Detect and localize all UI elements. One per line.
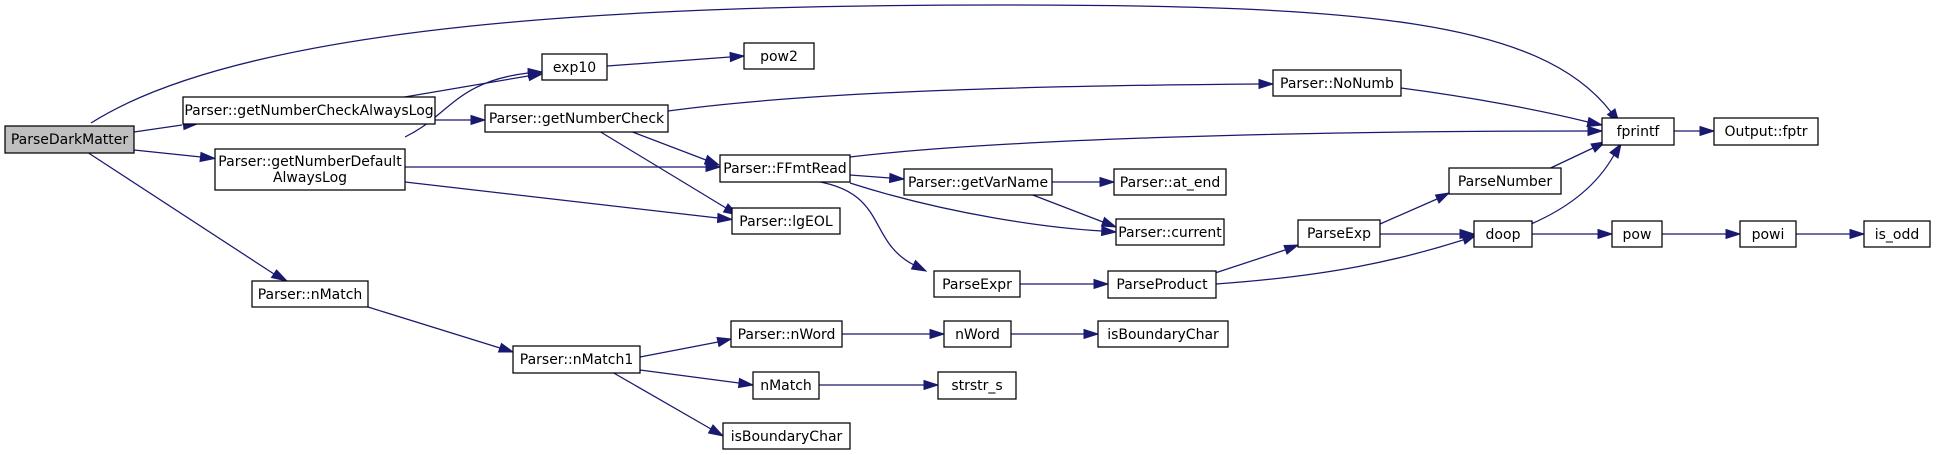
- node-exp10[interactable]: exp10: [541, 53, 608, 81]
- svg-text:nMatch: nMatch: [760, 378, 812, 394]
- edge-exp10-pow2: [606, 51, 746, 67]
- edge-nword-parser-nword: [842, 328, 946, 340]
- svg-text:Parser::getNumberDefault: Parser::getNumberDefault: [218, 154, 402, 170]
- node-parse-dark-matter[interactable]: ParseDarkMatter: [4, 125, 135, 154]
- svg-text:pow2: pow2: [760, 49, 798, 65]
- svg-text:Parser::getNumberCheck: Parser::getNumberCheck: [489, 111, 665, 127]
- node-no-numb[interactable]: Parser::NoNumb: [1272, 69, 1402, 97]
- edge-pow-powi: [1662, 228, 1742, 240]
- svg-text:is_odd: is_odd: [1875, 227, 1920, 243]
- node-parser-nmatch[interactable]: Parser::nMatch: [251, 280, 369, 308]
- edge-parseexpr-parseproduct: [1020, 278, 1110, 290]
- node-powi[interactable]: powi: [1739, 220, 1797, 248]
- node-ffmt-read[interactable]: Parser::FFmtRead: [719, 154, 851, 183]
- edge-nmatch1-nmatch: [639, 369, 755, 389]
- svg-text:ParseDarkMatter: ParseDarkMatter: [11, 132, 129, 148]
- svg-text:Parser::nMatch: Parser::nMatch: [258, 287, 363, 303]
- node-get-number-check-always-log[interactable]: Parser::getNumberCheckAlwaysLog: [182, 96, 436, 125]
- node-parse-expr[interactable]: ParseExpr: [933, 270, 1021, 298]
- edge-getnumberdefault-ffmtread: [405, 161, 722, 173]
- edge-powi-is-odd: [1796, 228, 1866, 240]
- node-nword[interactable]: nWord: [943, 320, 1012, 348]
- svg-text:Parser::getNumberCheckAlwaysLo: Parser::getNumberCheckAlwaysLog: [184, 103, 433, 119]
- node-pow2[interactable]: pow2: [743, 42, 815, 70]
- edge-nonumb-fprintf: [1400, 87, 1604, 128]
- svg-text:ParseExpr: ParseExpr: [942, 277, 1012, 293]
- edge-parseexp-doop: [1380, 228, 1476, 240]
- svg-text:Parser::getVarName: Parser::getVarName: [908, 175, 1048, 191]
- svg-text:Parser::current: Parser::current: [1118, 225, 1222, 241]
- edge-parsedarkmatter-getnumberdefaultalwayslog: [133, 149, 217, 163]
- edge-getnumbercheckalwayslog-exp10: [386, 70, 544, 101]
- svg-text:Parser::lgEOL: Parser::lgEOL: [739, 214, 833, 230]
- node-is-boundary-char-2[interactable]: isBoundaryChar: [722, 422, 851, 450]
- node-parse-number[interactable]: ParseNumber: [1448, 167, 1562, 195]
- svg-text:Parser::nMatch1: Parser::nMatch1: [520, 352, 634, 368]
- svg-text:ParseProduct: ParseProduct: [1116, 277, 1208, 293]
- svg-text:strstr_s: strstr_s: [951, 378, 1002, 394]
- edge-getvarname-at-end: [1052, 176, 1116, 188]
- node-at-end[interactable]: Parser::at_end: [1113, 168, 1227, 196]
- svg-text:ParseNumber: ParseNumber: [1458, 174, 1553, 190]
- edge-getnumberdefault-lgeol: [404, 181, 734, 224]
- svg-text:powi: powi: [1752, 227, 1785, 243]
- node-parse-exp[interactable]: ParseExp: [1297, 219, 1381, 248]
- svg-text:AlwaysLog: AlwaysLog: [273, 170, 347, 186]
- edge-ffmtread-getvarname: [849, 172, 906, 184]
- edge-nmatch-nmatch1: [367, 306, 515, 353]
- node-get-number-check[interactable]: Parser::getNumberCheck: [484, 104, 669, 133]
- svg-text:Parser::FFmtRead: Parser::FFmtRead: [723, 161, 846, 177]
- svg-text:exp10: exp10: [553, 60, 596, 76]
- svg-text:ParseExp: ParseExp: [1307, 226, 1371, 242]
- edge-getnumbercheck-nonumb: [667, 78, 1275, 112]
- edge-fprintf-output-fptr: [1674, 125, 1716, 137]
- edge-nmatch1-nword-parser: [639, 336, 733, 358]
- svg-text:fprintf: fprintf: [1617, 124, 1661, 140]
- node-strstr-s[interactable]: strstr_s: [937, 371, 1017, 400]
- edge-doop-fprintf: [1530, 142, 1622, 225]
- edge-getnumbercheck-ffmtread: [629, 130, 721, 166]
- edge-parseproduct-parseexp: [1211, 244, 1300, 275]
- svg-text:nWord: nWord: [955, 327, 1000, 343]
- node-is-odd[interactable]: is_odd: [1863, 220, 1931, 248]
- node-nmatch[interactable]: nMatch: [752, 371, 820, 400]
- edge-nword-isboundarychar: [1011, 328, 1100, 340]
- node-doop[interactable]: doop: [1473, 220, 1533, 248]
- svg-text:Parser::NoNumb: Parser::NoNumb: [1280, 76, 1394, 92]
- edge-getnumbercheckalwayslog-getnumbercheck: [435, 114, 487, 126]
- svg-text:isBoundaryChar: isBoundaryChar: [731, 429, 843, 445]
- edge-parseexp-parsenumber: [1379, 192, 1451, 225]
- edge-doop-pow: [1532, 228, 1614, 240]
- node-lg-eol[interactable]: Parser::lgEOL: [731, 207, 841, 235]
- edge-getnumberdefault-exp10: [404, 67, 544, 138]
- node-fprintf[interactable]: fprintf: [1601, 117, 1675, 146]
- svg-text:Parser::nWord: Parser::nWord: [738, 327, 836, 343]
- svg-text:Output::fptr: Output::fptr: [1724, 124, 1807, 140]
- edge-getvarname-current: [1024, 191, 1118, 228]
- node-is-boundary-char-1[interactable]: isBoundaryChar: [1097, 320, 1229, 348]
- edge-nmatch-strstr-s: [819, 379, 940, 391]
- svg-text:doop: doop: [1486, 227, 1521, 243]
- node-nmatch1[interactable]: Parser::nMatch1: [512, 345, 641, 374]
- node-parser-nword[interactable]: Parser::nWord: [730, 320, 843, 348]
- edge-nmatch1-isboundarychar: [611, 371, 725, 437]
- edge-getnumbercheck-lgeol: [598, 130, 740, 216]
- node-current[interactable]: Parser::current: [1115, 218, 1225, 246]
- edge-parsedarkmatter-nmatch: [86, 151, 289, 282]
- svg-text:isBoundaryChar: isBoundaryChar: [1107, 327, 1219, 343]
- edge-ffmtread-parseexpr: [807, 179, 928, 272]
- svg-text:pow: pow: [1623, 227, 1652, 243]
- node-parse-product[interactable]: ParseProduct: [1107, 270, 1217, 299]
- node-pow[interactable]: pow: [1611, 220, 1663, 248]
- edge-ffmtread-current: [849, 182, 1118, 237]
- svg-text:Parser::at_end: Parser::at_end: [1120, 175, 1220, 191]
- node-output-fptr[interactable]: Output::fptr: [1713, 117, 1819, 146]
- node-get-var-name[interactable]: Parser::getVarName: [903, 168, 1053, 196]
- edge-ffmtread-fprintf: [849, 125, 1604, 158]
- node-get-number-default-always-log[interactable]: Parser::getNumberDefault AlwaysLog: [214, 148, 406, 191]
